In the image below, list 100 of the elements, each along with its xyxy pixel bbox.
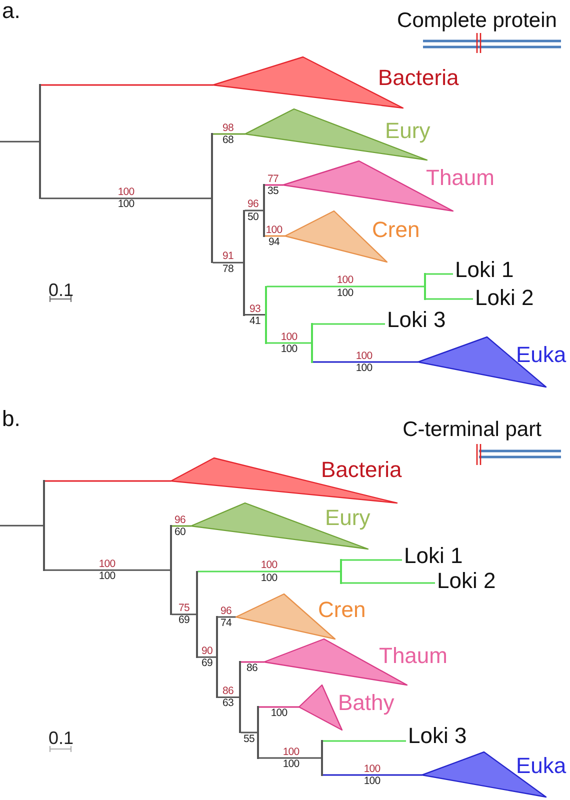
support-value: 100: [118, 187, 134, 198]
support-value: 78: [222, 264, 234, 274]
support-value: 100: [280, 332, 298, 342]
support-value: 100: [260, 560, 278, 571]
branch-line: [172, 614, 196, 616]
branch-line: [266, 342, 312, 344]
branch-line: [44, 480, 171, 482]
support-value: 55: [244, 734, 254, 744]
branch-line: [266, 286, 424, 288]
branch-line: [44, 569, 170, 571]
branch-line: [0, 524, 44, 526]
support-value: 100: [356, 363, 372, 374]
support-value: 86: [246, 663, 258, 674]
leaf-label: Loki 1: [453, 257, 514, 283]
branch-node-line: [39, 84, 41, 200]
clade-label: Bacteria: [321, 457, 402, 483]
branch-line: [322, 740, 406, 742]
clade-label: Cren: [318, 597, 366, 623]
branch-node-line: [265, 286, 267, 344]
support-value: 60: [174, 527, 186, 538]
branch-line: [312, 323, 385, 325]
clade-label: Eury: [385, 118, 430, 144]
leaf-label: Loki 1: [402, 543, 463, 569]
support-value: 63: [222, 698, 234, 709]
support-value: 86: [222, 686, 234, 696]
support-value: 68: [222, 135, 234, 146]
branch-line: [198, 656, 216, 658]
support-value: 100: [118, 199, 134, 210]
support-value: 100: [98, 558, 116, 570]
branch-line: [264, 184, 283, 186]
branch-node-line: [216, 616, 218, 698]
support-value: 69: [178, 615, 190, 626]
branch-node-line: [170, 525, 172, 616]
clade-label: Thaum: [379, 643, 448, 669]
support-value: 74: [220, 618, 232, 628]
support-value: 100: [282, 746, 300, 758]
support-value: 94: [268, 237, 280, 248]
clade-label: Bathy: [338, 690, 394, 716]
branch-node-line: [263, 184, 265, 237]
support-value: 100: [336, 288, 354, 298]
support-value: 100: [356, 350, 372, 362]
clade-label: Euka: [516, 342, 566, 368]
support-value: 77: [268, 174, 278, 184]
clade-label: Bacteria: [378, 65, 459, 91]
branch-line: [426, 298, 473, 300]
branch-line: [212, 262, 244, 264]
branch-node-line: [424, 273, 426, 300]
support-value: 50: [248, 212, 258, 222]
support-value: 96: [174, 514, 186, 526]
clade-label: Euka: [516, 753, 566, 779]
support-value: 100: [266, 224, 282, 236]
branch-line: [172, 525, 191, 527]
support-value: 41: [250, 316, 260, 326]
leaf-label: Loki 3: [385, 307, 446, 333]
region-label: Complete protein: [397, 10, 557, 31]
branch-line: [258, 706, 299, 708]
branch-line: [264, 235, 285, 237]
panel-letter: b.: [2, 408, 20, 430]
support-value: 96: [248, 199, 258, 210]
support-value: 90: [202, 646, 212, 656]
panel-letter: a.: [2, 0, 20, 22]
branch-line: [322, 774, 422, 776]
branch-line: [426, 273, 453, 275]
leaf-label: Loki 2: [473, 285, 534, 311]
support-value: 93: [250, 304, 260, 314]
branch-node-line: [43, 480, 45, 571]
branch-line: [240, 661, 264, 663]
scale-label: 0.1: [48, 281, 74, 299]
support-value: 69: [202, 658, 212, 669]
branch-node-line: [243, 210, 245, 316]
support-value: 91: [222, 251, 234, 262]
leaf-label: Loki 2: [435, 568, 496, 594]
clade-label: Eury: [325, 505, 370, 531]
scale-label: 0.1: [48, 729, 74, 747]
support-value: 75: [178, 603, 190, 614]
branch-line: [218, 696, 240, 698]
support-value: 98: [222, 122, 234, 134]
branch-node-line: [211, 133, 213, 264]
branch-line: [212, 133, 245, 135]
leaf-label: Loki 3: [406, 723, 467, 749]
branch-line: [40, 84, 213, 86]
region-label: C-terminal part: [402, 418, 542, 440]
branch-line: [342, 559, 402, 561]
branch-node-line: [340, 559, 342, 584]
branch-node-line: [311, 323, 313, 363]
support-value: 35: [268, 186, 278, 196]
branch-line: [244, 210, 264, 212]
support-value: 96: [220, 606, 232, 616]
support-value: 100: [270, 708, 288, 718]
branch-line: [0, 140, 40, 142]
clade-label: Thaum: [426, 165, 494, 191]
branch-line: [198, 570, 340, 572]
branch-node-line: [239, 661, 241, 734]
support-value: 100: [364, 776, 380, 786]
branch-node-line: [321, 740, 323, 776]
branch-line: [258, 757, 322, 759]
branch-line: [40, 198, 212, 200]
branch-line: [312, 361, 418, 363]
support-value: 100: [282, 759, 300, 770]
branch-line: [342, 582, 435, 584]
